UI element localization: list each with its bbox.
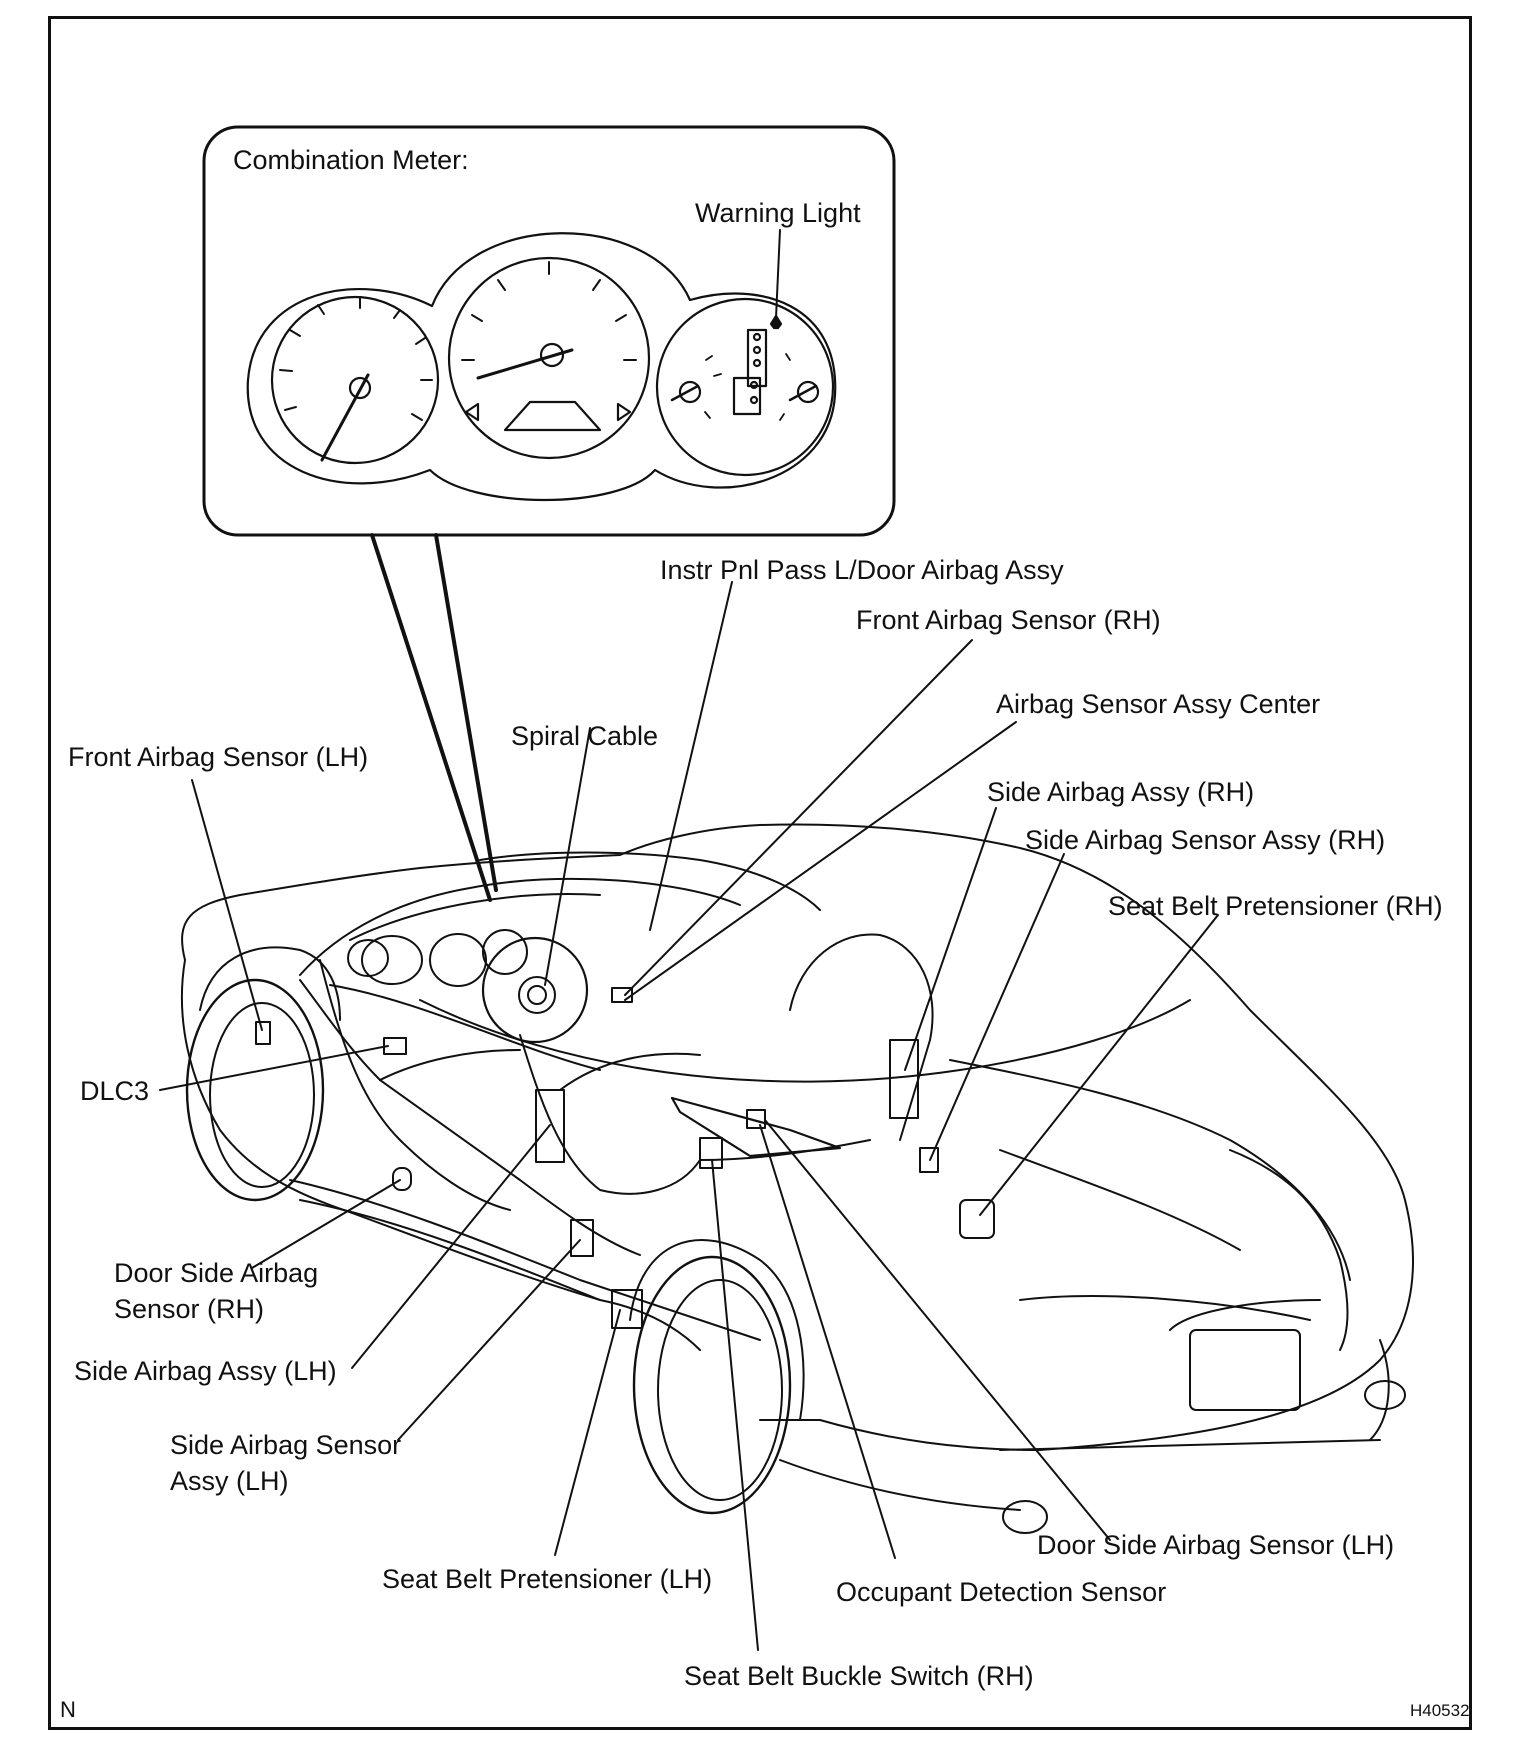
label-dlc3: DLC3 [80, 1076, 150, 1106]
side-sensor-lh-part [570, 1219, 594, 1257]
label-pretensioner-rh: Seat Belt Pretensioner (RH) [1108, 891, 1443, 921]
label-spiral-cable: Spiral Cable [511, 721, 659, 751]
corner-code-left: N [60, 1697, 76, 1722]
label-occupant-sensor: Occupant Detection Sensor [836, 1577, 1167, 1607]
figure-code: H40532 [1410, 1701, 1470, 1720]
label-door-side-sensor-rh-line2: Sensor (RH) [114, 1294, 265, 1324]
steering-wheel [481, 936, 589, 1044]
front-sensor-lh-part [255, 1021, 271, 1045]
label-door-side-sensor-rh-line1: Door Side Airbag [114, 1258, 319, 1288]
leader-lines [159, 581, 1219, 1651]
front-wheel [185, 978, 325, 1202]
label-side-airbag-rh: Side Airbag Assy (RH) [987, 777, 1255, 807]
side-airbag-lh-part [535, 1089, 565, 1163]
label-warning-light: Warning Light [695, 198, 861, 228]
gauges-dial [655, 297, 835, 477]
inset-title: Combination Meter: [233, 145, 469, 175]
meter-cluster [246, 229, 837, 501]
label-front-sensor-rh: Front Airbag Sensor (RH) [856, 605, 1161, 635]
side-airbag-rh-part [889, 1039, 919, 1119]
label-side-sensor-lh-line2: Assy (LH) [170, 1466, 289, 1496]
exhaust-rh [1364, 1380, 1406, 1410]
speedometer-dial [447, 256, 651, 460]
car-body [180, 823, 1414, 1534]
rear-wheel [632, 1255, 792, 1515]
diagram-frame [48, 16, 1472, 1730]
label-door-side-sensor-lh: Door Side Airbag Sensor (LH) [1037, 1530, 1395, 1560]
label-buckle-switch-rh: Seat Belt Buckle Switch (RH) [684, 1661, 1034, 1691]
license-plate [1189, 1329, 1301, 1411]
side-sensor-rh-part [919, 1147, 939, 1173]
pretensioner-lh-part [611, 1289, 643, 1329]
occupant-sensor-plate [670, 1096, 842, 1158]
label-pretensioner-lh: Seat Belt Pretensioner (LH) [382, 1564, 713, 1594]
exhaust-lh [1002, 1500, 1048, 1534]
label-side-sensor-rh: Side Airbag Sensor Assy (RH) [1025, 825, 1386, 855]
pretensioner-rh-part [959, 1199, 995, 1239]
label-front-sensor-lh: Front Airbag Sensor (LH) [68, 742, 369, 772]
label-sensor-center: Airbag Sensor Assy Center [996, 689, 1321, 719]
tachometer-dial [270, 295, 440, 465]
combination-meter-inset [202, 125, 896, 902]
buckle-rh-part [699, 1137, 723, 1169]
label-side-sensor-lh-line1: Side Airbag Sensor [170, 1430, 402, 1460]
label-instr-pnl-airbag: Instr Pnl Pass L/Door Airbag Assy [660, 555, 1064, 585]
door-sensor-rh-part [392, 1167, 412, 1191]
label-side-airbag-lh: Side Airbag Assy (LH) [74, 1356, 337, 1386]
